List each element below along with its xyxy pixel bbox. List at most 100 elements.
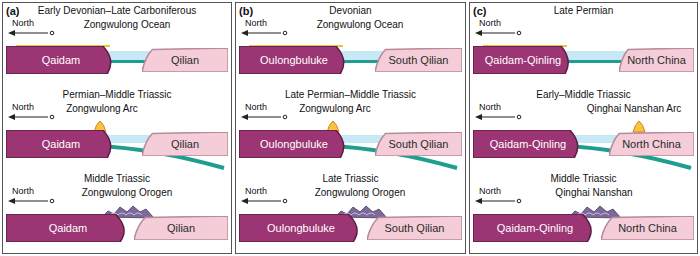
- stage-title: Early Devonian–Late Carboniferous: [38, 5, 196, 17]
- stage-title: Devonian: [329, 5, 371, 17]
- block-shape: [619, 48, 694, 72]
- north-label: North: [12, 102, 34, 112]
- panel-border: [236, 3, 466, 254]
- north-arrow-head: [241, 114, 248, 120]
- feature-label: Qinghai Nanshan Arc: [587, 103, 682, 115]
- feature-label: Zongwulong Arc: [66, 103, 138, 115]
- block-name: Qilian: [167, 222, 195, 234]
- north-label: North: [245, 102, 267, 112]
- stage-title: Late Triassic: [322, 173, 378, 185]
- southern-block: North China: [619, 48, 694, 72]
- block-name: Oulongbuluke: [267, 222, 335, 234]
- block-shape: [142, 132, 228, 156]
- block-shape: [601, 216, 694, 240]
- block-shape: [609, 132, 694, 156]
- north-arrow-symbol: [283, 199, 287, 203]
- block-name: South Qilian: [389, 138, 449, 150]
- block-shape: [473, 130, 578, 158]
- southern-block: Qilian: [142, 48, 228, 72]
- north-arrow-symbol: [517, 31, 521, 35]
- block-shape: [134, 216, 228, 240]
- block-name: Oulongbuluke: [260, 138, 328, 150]
- block-name: South Qilian: [385, 222, 445, 234]
- north-label: North: [479, 186, 501, 196]
- block-name: Qilian: [171, 138, 199, 150]
- block-name: South Qilian: [389, 54, 449, 66]
- block-name: North China: [627, 54, 686, 66]
- block-shape: [239, 214, 357, 242]
- southern-block: South Qilian: [375, 132, 462, 156]
- north-arrow-shaft: [14, 116, 48, 117]
- northern-block: Qaidam-Qinling: [473, 130, 583, 158]
- block-name: Oulongbuluke: [260, 54, 328, 66]
- north-arrow-symbol: [283, 115, 287, 119]
- feature-label: Zongwulong Arc: [299, 103, 371, 115]
- southern-block: North China: [609, 132, 694, 156]
- southern-block: Qilian: [134, 216, 228, 240]
- arc-magma: [633, 121, 645, 132]
- north-arrow-head: [475, 114, 482, 120]
- north-arrow-symbol: [517, 199, 521, 203]
- block-name: Qaidam: [42, 138, 81, 150]
- panel-border: [3, 3, 232, 254]
- northern-block: Qaidam-Qinling: [473, 46, 573, 74]
- north-arrow-shaft: [247, 200, 281, 201]
- north-arrow-shaft: [247, 32, 281, 33]
- northern-block: Qaidam-Qinling: [473, 214, 597, 242]
- panel-letter: (b): [239, 5, 253, 18]
- northern-block: Oulongbuluke: [239, 46, 349, 74]
- southern-block: North China: [601, 216, 694, 240]
- northern-block: Qaidam: [6, 214, 130, 242]
- north-arrow-shaft: [14, 32, 48, 33]
- feature-label: Zongwulong Ocean: [317, 19, 404, 31]
- southern-block: South Qilian: [375, 48, 462, 72]
- northern-block: Oulongbuluke: [239, 130, 349, 158]
- block-name: Qaidam-Qinling: [490, 138, 566, 150]
- block-shape: [375, 132, 462, 156]
- north-arrow-symbol: [50, 31, 54, 35]
- north-arrow-head: [241, 198, 248, 204]
- north-label: North: [245, 186, 267, 196]
- panel-letter: (c): [473, 5, 486, 18]
- north-arrow-shaft: [14, 200, 48, 201]
- block-shape: [367, 216, 462, 240]
- block-shape: [239, 46, 344, 74]
- block-name: North China: [618, 222, 677, 234]
- north-arrow-symbol: [50, 115, 54, 119]
- north-arrow-head: [8, 198, 15, 204]
- stage-title: Middle Triassic: [84, 173, 150, 185]
- block-name: Qaidam: [49, 222, 88, 234]
- stage-title: Middle Triassic: [550, 173, 616, 185]
- north-arrow-head: [8, 30, 15, 36]
- north-label: North: [479, 102, 501, 112]
- block-name: North China: [622, 138, 681, 150]
- northern-block: Qaidam: [6, 46, 116, 74]
- north-label: North: [12, 186, 34, 196]
- north-label: North: [479, 18, 501, 28]
- north-label: North: [12, 18, 34, 28]
- southern-block: South Qilian: [367, 216, 462, 240]
- stage-title: Early–Middle Triassic: [536, 89, 630, 101]
- block-name: Qaidam: [42, 54, 81, 66]
- north-arrow-shaft: [247, 116, 281, 117]
- north-arrow-symbol: [283, 31, 287, 35]
- feature-label: Zongwulong Orogen: [315, 187, 406, 199]
- north-arrow-symbol: [517, 115, 521, 119]
- block-shape: [473, 46, 568, 74]
- stage-title: Late Permian: [554, 5, 613, 17]
- north-arrow-shaft: [481, 32, 515, 33]
- panel-letter: (a): [6, 5, 19, 18]
- block-shape: [239, 130, 344, 158]
- northern-block: Oulongbuluke: [239, 214, 363, 242]
- feature-label: Qinghai Nanshan: [555, 187, 632, 199]
- block-shape: [6, 214, 124, 242]
- stage-title: Permian–Middle Triassic: [63, 89, 172, 101]
- block-name: Qaidam-Qinling: [497, 222, 573, 234]
- block-name: Qilian: [171, 54, 199, 66]
- north-arrow-head: [8, 114, 15, 120]
- north-arrow-head: [475, 198, 482, 204]
- block-shape: [142, 48, 228, 72]
- northern-block: Qaidam: [6, 130, 116, 158]
- southern-block: Qilian: [142, 132, 228, 156]
